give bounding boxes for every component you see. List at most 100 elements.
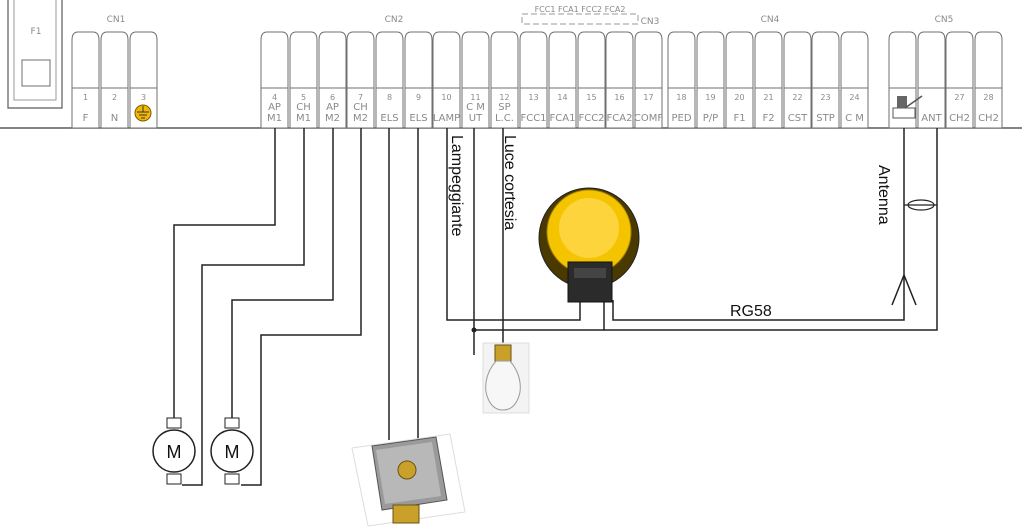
terminal-text: 1 [83,93,88,102]
fuse-holder [21,59,51,87]
cn3-bridge [521,13,639,25]
terminal-3: 3 [129,31,158,129]
terminal-text: 13 [528,93,538,102]
terminal-text: 15 [586,93,596,102]
terminal-text: 5 [301,93,306,102]
antenna-connector-icon [892,95,923,119]
motor-1: M [152,417,196,485]
terminal-text: 10 [441,93,451,102]
terminal-text: FCC2 [578,113,604,124]
terminal-text: P/P [703,113,718,124]
header-cn3: CN3 [641,17,660,27]
terminal-text: N [111,113,118,124]
terminal-24: 24 C M [840,31,869,129]
terminal-text: AP [268,102,281,113]
terminal-text: PED [671,113,691,124]
terminal-text: CH [353,102,368,113]
terminal-text: M2 [353,113,368,124]
electric-lock-image [351,433,466,527]
terminal-text: F [83,113,89,124]
terminal-text: 7 [358,93,363,102]
terminal-text: ELS [380,113,398,124]
label-lampeggiante: Lampeggiante [448,135,465,237]
terminal-text: M1 [296,113,311,124]
terminal-1: 1F [71,31,100,129]
terminal-text: 24 [849,93,859,102]
terminal-text: FCC1 [520,113,546,124]
label-antenna: Antenna [875,165,892,225]
terminal-text: 6 [330,93,335,102]
header-cn1: CN1 [107,15,126,25]
terminal-text: 11 [470,93,480,102]
terminal-text: 2 [112,93,117,102]
terminal-text: C M [845,113,864,124]
terminal-19: 19P/P [696,31,725,129]
terminal-text: L.C. [495,113,514,124]
terminal-text: 17 [643,93,653,102]
terminal-text: C M [466,102,485,113]
wiring [173,128,938,486]
header-cn4: CN4 [761,15,780,25]
terminal-text: ELS [409,113,427,124]
connector-headers: CN1 CN2 CN3 FCC1 FCA1 FCC2 FCA2 CN4 CN5 [107,5,954,27]
terminal-text: 22 [792,93,802,102]
terminal-text: 14 [557,93,567,102]
terminal-text: 3 [141,93,146,102]
terminal-text: M1 [267,113,282,124]
terminal-text: F2 [762,113,774,124]
terminal-text: 4 [272,93,277,102]
header-cn3-top: FCC1 FCA1 FCC2 FCA2 [535,5,626,14]
terminal-text: 16 [614,93,624,102]
terminal-text: SP [498,102,510,113]
terminal-text: ANT [921,113,942,124]
terminal-text: FCA2 [607,113,633,124]
courtesy-bulb-image [482,342,530,414]
header-cn2: CN2 [385,15,404,25]
terminal-text: 18 [676,93,686,102]
terminal-text: STP [816,113,835,124]
flasher-lamp-image [538,187,640,303]
terminal-2: 2N [100,31,129,129]
fuse-label: F1 [31,27,42,37]
terminal-text: M2 [325,113,340,124]
terminal-text: 12 [499,93,509,102]
terminal-text: 19 [705,93,715,102]
terminal-11: 11C MUT [461,31,490,129]
header-cn5: CN5 [935,15,954,25]
terminal-text: UT [469,113,483,124]
terminal-text: 20 [734,93,744,102]
terminal-text: CH2 [949,113,970,124]
terminal-text: LAMP [433,113,460,124]
motor-2-label: M [225,442,240,462]
terminal-text: 27 [954,93,964,102]
terminal-slot-25: ANT [917,31,946,129]
ground-icon [134,104,152,122]
terminal-text: CST [788,113,808,124]
terminal-text: 23 [820,93,830,102]
terminal-text: FCA1 [550,113,576,124]
terminal-text: 21 [763,93,773,102]
terminal-text: COMF [634,113,663,124]
terminal-text: F1 [733,113,745,124]
